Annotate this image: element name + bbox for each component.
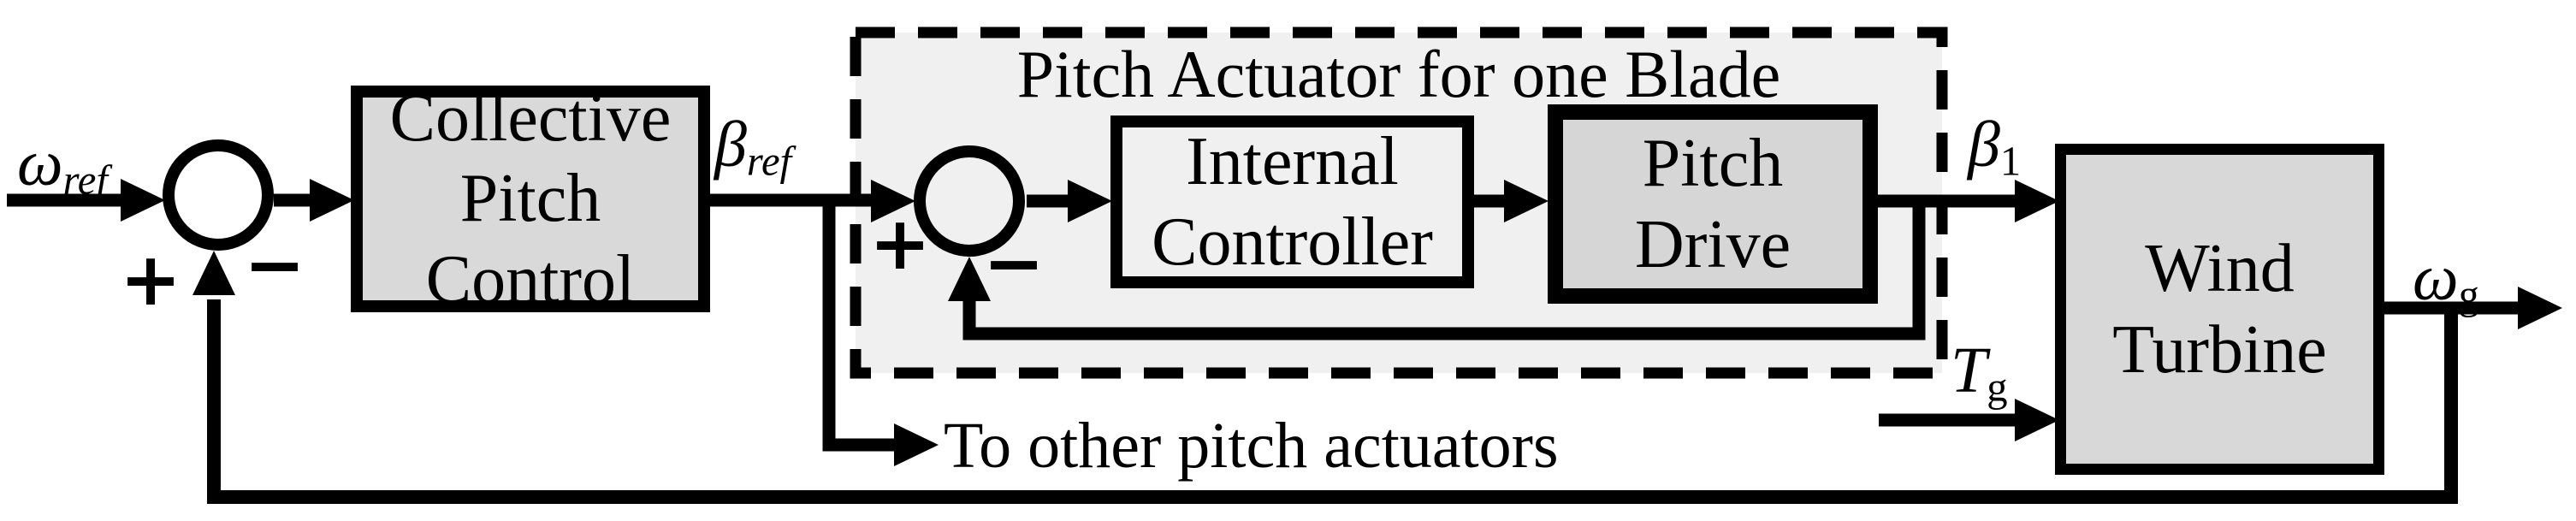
arrowhead-into-collective-pitch-control bbox=[310, 179, 354, 222]
omega-ref-symbol: ω bbox=[17, 127, 63, 199]
pitch-actuator-group-title: Pitch Actuator for one Blade bbox=[1016, 37, 1781, 111]
internal-controller-label-line1: Internal bbox=[1186, 123, 1399, 199]
internal-controller-block: Internal Controller bbox=[1110, 115, 1474, 288]
arrowhead-beta-1-into-wind-turbine bbox=[2015, 180, 2059, 222]
arrowhead-feedback-into-sum1 bbox=[192, 251, 235, 295]
omega-g-subscript: g bbox=[2458, 271, 2479, 318]
sum1-circle bbox=[163, 139, 274, 251]
to-other-actuators-branch-line bbox=[822, 194, 894, 452]
collective-pitch-control-block: Collective Pitch Control bbox=[351, 80, 710, 317]
sum1-minus-sign: − bbox=[243, 222, 306, 308]
wind-turbine-label-line1: Wind bbox=[2145, 231, 2295, 307]
t-g-subscript: g bbox=[1987, 364, 2008, 411]
arrowhead-into-internal-controller bbox=[1068, 180, 1112, 222]
pitch-drive-feedback-line bbox=[962, 201, 1926, 340]
sum2-plus-sign: + bbox=[868, 201, 932, 287]
arrowhead-t-g-into-wind-turbine bbox=[2015, 399, 2059, 441]
arrowhead-feedback-into-sum2 bbox=[948, 257, 991, 301]
arrowhead-into-pitch-drive bbox=[1504, 180, 1549, 222]
beta-1-subscript: 1 bbox=[1999, 138, 2022, 185]
arrowhead-into-sum1 bbox=[121, 179, 165, 222]
arrowhead-to-other-actuators bbox=[894, 423, 939, 466]
omega-ref-subscript: ref bbox=[62, 157, 108, 204]
arrowhead-omega-g-output bbox=[2518, 287, 2562, 329]
collective-pitch-control-label-line2: Pitch Control bbox=[425, 161, 636, 317]
omega-ref-label: ωref bbox=[17, 127, 108, 204]
omega-g-symbol: ω bbox=[2413, 242, 2459, 314]
beta-ref-symbol: β bbox=[714, 109, 747, 181]
pitch-drive-label-line1: Pitch bbox=[1642, 126, 1784, 202]
wind-turbine-label-line2: Turbine bbox=[2112, 311, 2327, 388]
to-other-pitch-actuators-text: To other pitch actuators bbox=[944, 410, 1559, 482]
beta-1-symbol: β bbox=[1968, 109, 2000, 181]
beta-1-label: β1 bbox=[1968, 108, 2021, 186]
omega-g-label: ωg bbox=[2413, 241, 2479, 319]
t-g-symbol: T bbox=[1951, 335, 1987, 406]
main-feedback-line bbox=[207, 299, 2458, 504]
sum2-minus-sign: − bbox=[982, 221, 1045, 306]
t-g-label: Tg bbox=[1951, 334, 2008, 411]
collective-pitch-control-label-line1: Collective bbox=[389, 80, 672, 156]
pitch-drive-label-line2: Drive bbox=[1634, 206, 1791, 282]
beta-ref-label: βref bbox=[714, 108, 791, 186]
pitch-drive-block: Pitch Drive bbox=[1548, 104, 1878, 304]
sum1-plus-sign: + bbox=[119, 237, 182, 323]
wind-turbine-block: Wind Turbine bbox=[2055, 144, 2384, 475]
sum2-circle bbox=[914, 145, 1025, 257]
arrowhead-into-sum2 bbox=[871, 180, 915, 222]
internal-controller-label-line2: Controller bbox=[1152, 204, 1433, 280]
beta-ref-subscript: ref bbox=[746, 138, 792, 185]
